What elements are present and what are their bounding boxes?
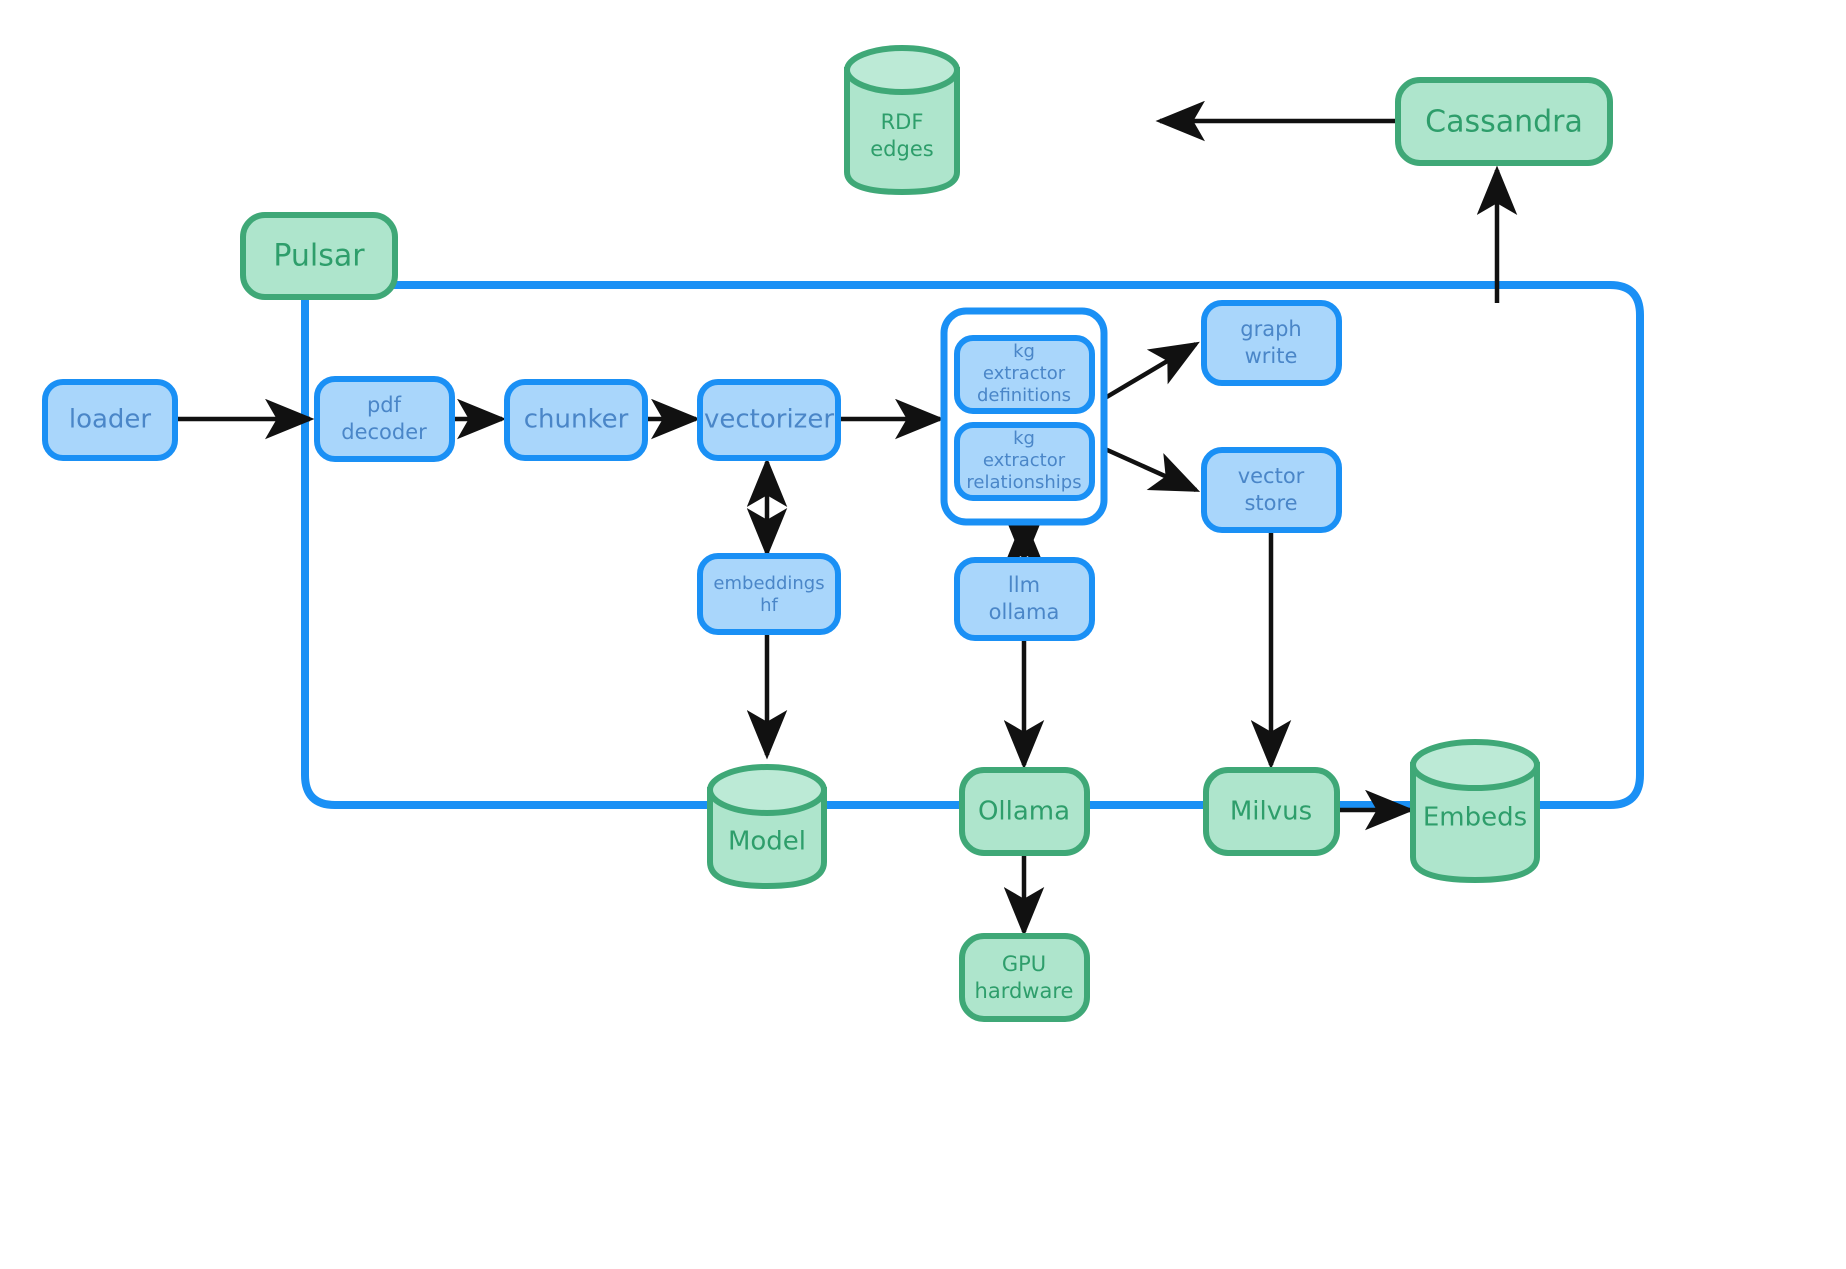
kg-extractor-definitions-label-line3: definitions: [977, 385, 1071, 406]
pulsar-label: Pulsar: [273, 239, 365, 274]
embeddings-hf-label-line1: embeddings: [713, 573, 824, 594]
kg-extractor-relationships-label-line1: kg: [1013, 428, 1035, 449]
node-model[interactable]: Model: [707, 764, 827, 890]
kg-extractor-definitions-label-line2: extractor: [983, 363, 1066, 384]
edge-layer: [176, 100, 1518, 937]
node-pdf-decoder[interactable]: pdf decoder: [314, 376, 455, 462]
pipeline-subgraph-outline: [301, 281, 1644, 809]
cassandra-label: Cassandra: [1425, 105, 1583, 140]
gpu-hardware-label-line1: GPU: [1002, 952, 1046, 976]
embeddings-hf-label-line2: hf: [760, 595, 778, 616]
node-kg-extractor-definitions[interactable]: kg extractor definitions: [954, 335, 1095, 414]
llm-ollama-label-line2: ollama: [989, 600, 1060, 624]
ollama-label: Ollama: [978, 797, 1070, 827]
node-rdf-edges[interactable]: RDF edges: [844, 45, 960, 196]
node-gpu-hardware[interactable]: GPU hardware: [959, 933, 1090, 1022]
node-llm-ollama[interactable]: llm ollama: [954, 557, 1095, 641]
node-ollama[interactable]: Ollama: [959, 767, 1090, 856]
node-cassandra[interactable]: Cassandra: [1395, 77, 1613, 166]
node-pulsar[interactable]: Pulsar: [240, 212, 398, 300]
model-label: Model: [728, 827, 806, 857]
node-embeddings-hf[interactable]: embeddings hf: [697, 553, 841, 635]
edge-kg-relationships-to-vector-store: [1104, 446, 1201, 493]
gpu-hardware-label-line2: hardware: [975, 979, 1074, 1003]
pdf-decoder-label-line1: pdf: [367, 393, 402, 417]
vectorizer-label: vectorizer: [704, 405, 834, 435]
node-milvus[interactable]: Milvus: [1203, 767, 1340, 856]
kg-extractor-relationships-label-line3: relationships: [966, 472, 1081, 493]
rdf-edges-label-line2: edges: [870, 137, 933, 161]
node-vectorizer[interactable]: vectorizer: [697, 379, 841, 461]
kg-extractor-definitions-label-line1: kg: [1013, 341, 1035, 362]
vector-store-label-line2: store: [1244, 491, 1297, 515]
node-vector-store[interactable]: vector store: [1201, 447, 1342, 533]
milvus-label: Milvus: [1230, 797, 1312, 827]
vector-store-label-line1: vector: [1238, 464, 1305, 488]
loader-label: loader: [69, 405, 152, 435]
kg-extractor-relationships-label-line2: extractor: [983, 450, 1066, 471]
rdf-edges-label-line1: RDF: [881, 110, 924, 134]
chunker-label: chunker: [524, 405, 629, 435]
node-kg-extractor-relationships[interactable]: kg extractor relationships: [954, 422, 1095, 501]
edge-kg-definitions-to-graph-write: [1103, 341, 1200, 400]
pdf-decoder-label-line2: decoder: [341, 420, 427, 444]
node-embeds[interactable]: Embeds: [1410, 739, 1540, 884]
graph-write-label-line1: graph: [1240, 317, 1301, 341]
llm-ollama-label-line1: llm: [1008, 573, 1040, 597]
node-loader[interactable]: loader: [42, 379, 178, 461]
node-chunker[interactable]: chunker: [504, 379, 648, 461]
node-graph-write[interactable]: graph write: [1201, 300, 1342, 386]
graph-write-label-line2: write: [1245, 344, 1298, 368]
embeds-label: Embeds: [1423, 803, 1527, 833]
